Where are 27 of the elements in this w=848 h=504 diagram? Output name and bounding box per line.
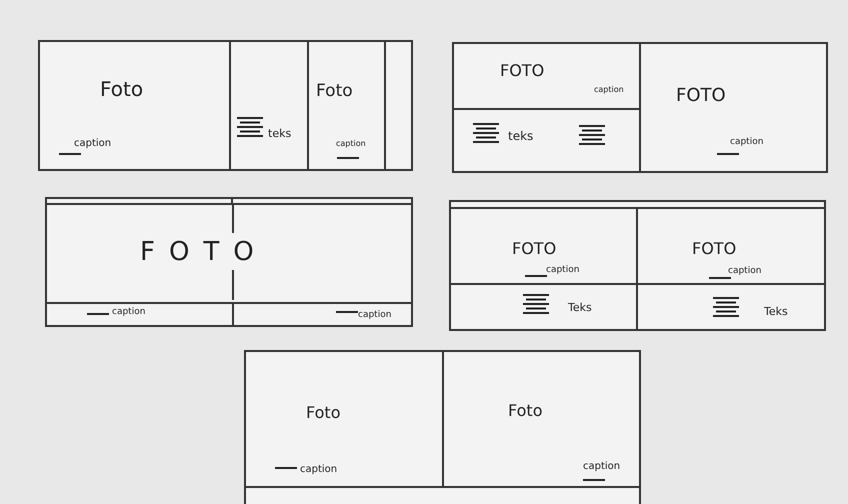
heading-text: Foto [306, 404, 340, 422]
heading-text: FOTO [692, 240, 736, 258]
heading-text: FOTO [676, 86, 726, 106]
caption-text: caption [336, 140, 366, 149]
heading-text: teks [508, 130, 534, 144]
caption-text: caption [546, 266, 580, 276]
heading-text: Teks [568, 302, 592, 314]
heading-text: FOTO [500, 62, 544, 80]
caption-text: caption [583, 461, 620, 472]
layout-frame [38, 40, 413, 171]
heading-text: FOTO [512, 240, 556, 258]
heading-text: FOTO [140, 238, 268, 267]
heading-text: Foto [316, 82, 353, 101]
caption-text: caption [730, 138, 764, 148]
caption-text: caption [728, 267, 762, 277]
heading-text: teks [268, 128, 292, 140]
heading-text: caption [112, 308, 146, 318]
caption-text: caption [594, 86, 624, 95]
layout-frame [244, 350, 641, 504]
heading-text: Foto [508, 402, 542, 420]
caption-text: caption [300, 464, 338, 475]
layout-frame [449, 200, 826, 331]
heading-text: caption [358, 311, 392, 321]
caption-text: caption [74, 138, 112, 149]
heading-text: Teks [764, 306, 788, 318]
layout-frame [45, 197, 413, 327]
heading-text: Foto [100, 78, 144, 100]
